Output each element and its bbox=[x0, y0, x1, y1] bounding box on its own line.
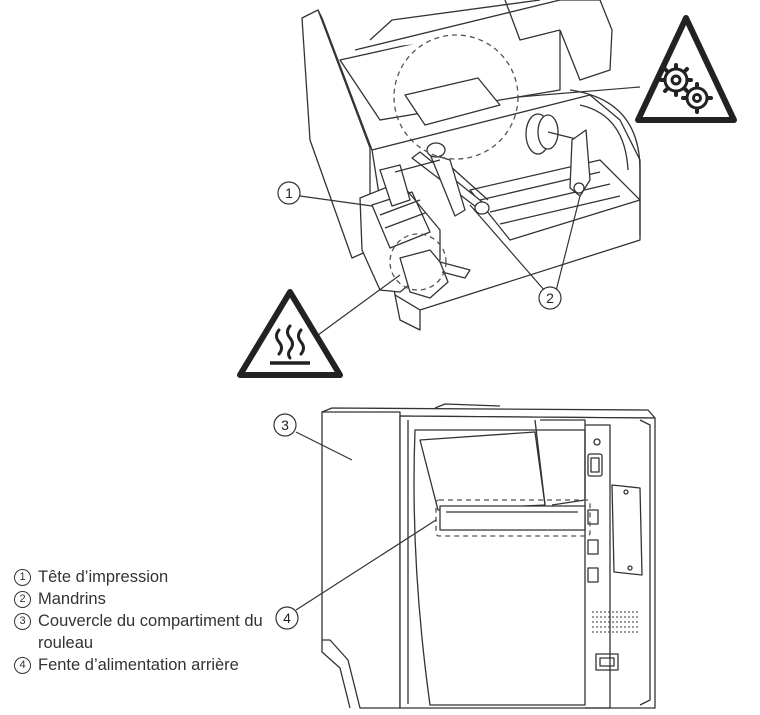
legend-text: Mandrins bbox=[38, 590, 106, 608]
legend-number: 4 bbox=[14, 657, 31, 674]
closed-printer bbox=[321, 403, 656, 709]
bottom-leader-lines bbox=[295, 431, 437, 611]
open-printer-mechanism bbox=[301, 0, 641, 331]
legend-number: 2 bbox=[14, 591, 31, 608]
hot-surface-warning-icon bbox=[237, 289, 343, 378]
callout-rear-feed-slot: 4 bbox=[275, 606, 299, 630]
svg-text:2: 2 bbox=[546, 290, 554, 306]
gear-warning-icon bbox=[635, 15, 737, 123]
legend-item-rear-feed-slot: 4 Fente d’alimentation arrière bbox=[14, 654, 284, 676]
legend-number: 3 bbox=[14, 613, 31, 630]
callout-roll-cover: 3 bbox=[273, 413, 297, 437]
legend-item-roll-cover: 3 Couvercle du compartiment du rouleau bbox=[14, 610, 284, 654]
callout-print-head: 1 bbox=[277, 181, 301, 205]
hot-head-zone bbox=[389, 233, 447, 291]
top-leader-lines bbox=[299, 86, 641, 336]
legend-item-spindles: 2 Mandrins bbox=[14, 588, 284, 610]
legend: 1 Tête d’impression 2 Mandrins 3 Couverc… bbox=[14, 566, 284, 676]
callout-spindles: 2 bbox=[538, 286, 562, 310]
legend-item-print-head: 1 Tête d’impression bbox=[14, 566, 284, 588]
legend-number: 1 bbox=[14, 569, 31, 586]
legend-text: Tête d’impression bbox=[38, 568, 169, 586]
legend-text: Fente d’alimentation arrière bbox=[38, 656, 239, 674]
svg-text:4: 4 bbox=[283, 610, 291, 626]
rear-feed-slot-highlight bbox=[435, 499, 591, 537]
legend-text: Couvercle du compartiment du rouleau bbox=[38, 612, 263, 652]
svg-text:1: 1 bbox=[285, 185, 293, 201]
svg-text:3: 3 bbox=[281, 417, 289, 433]
